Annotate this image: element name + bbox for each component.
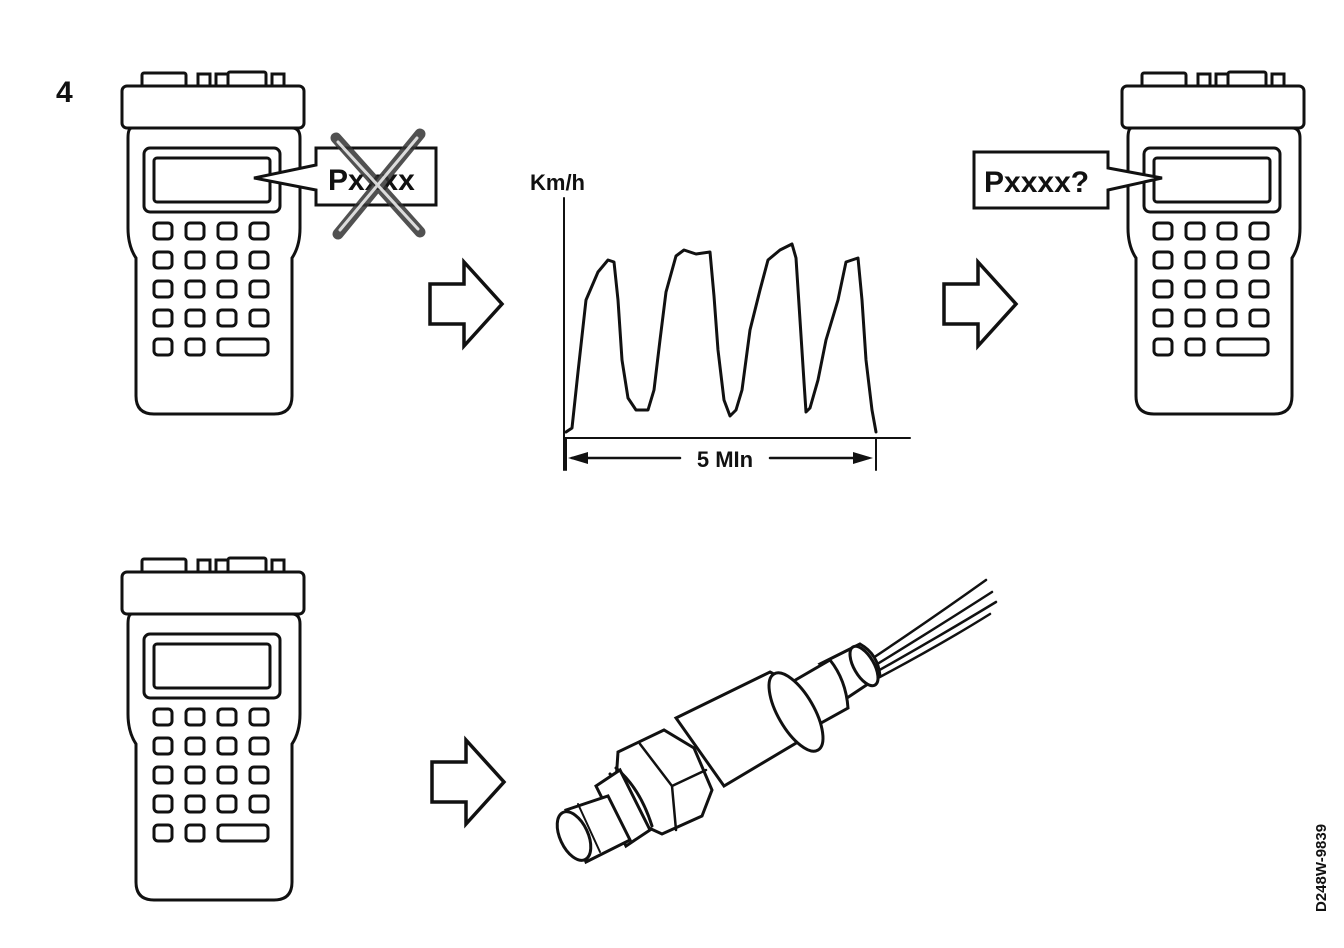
duration-arrowhead-left (568, 452, 588, 464)
arrow-right-top-1 (428, 260, 504, 348)
oxygen-sensor-illustration (555, 578, 998, 865)
step-number: 4 (56, 76, 73, 109)
speed-graph: Km/h 5 MIn (530, 170, 911, 472)
fault-code-query-text: Pxxxx? (984, 166, 1089, 199)
scan-tool-top-right (1120, 70, 1306, 416)
graph-y-axis-label: Km/h (530, 170, 585, 195)
fault-code-callout-crossed: Pxxxx (253, 128, 438, 240)
arrow-right-top-2 (942, 260, 1018, 348)
speed-trace (564, 242, 878, 434)
drawing-id: D248W-9839 (1313, 824, 1330, 912)
fault-code-callout-query: Pxxxx? (972, 150, 1163, 210)
scan-tool-top-left (120, 70, 306, 416)
duration-arrowhead-right (853, 452, 873, 464)
graph-duration-label: 5 MIn (697, 447, 753, 472)
arrow-right-bottom (430, 738, 506, 826)
scan-tool-bottom-left (120, 556, 306, 902)
